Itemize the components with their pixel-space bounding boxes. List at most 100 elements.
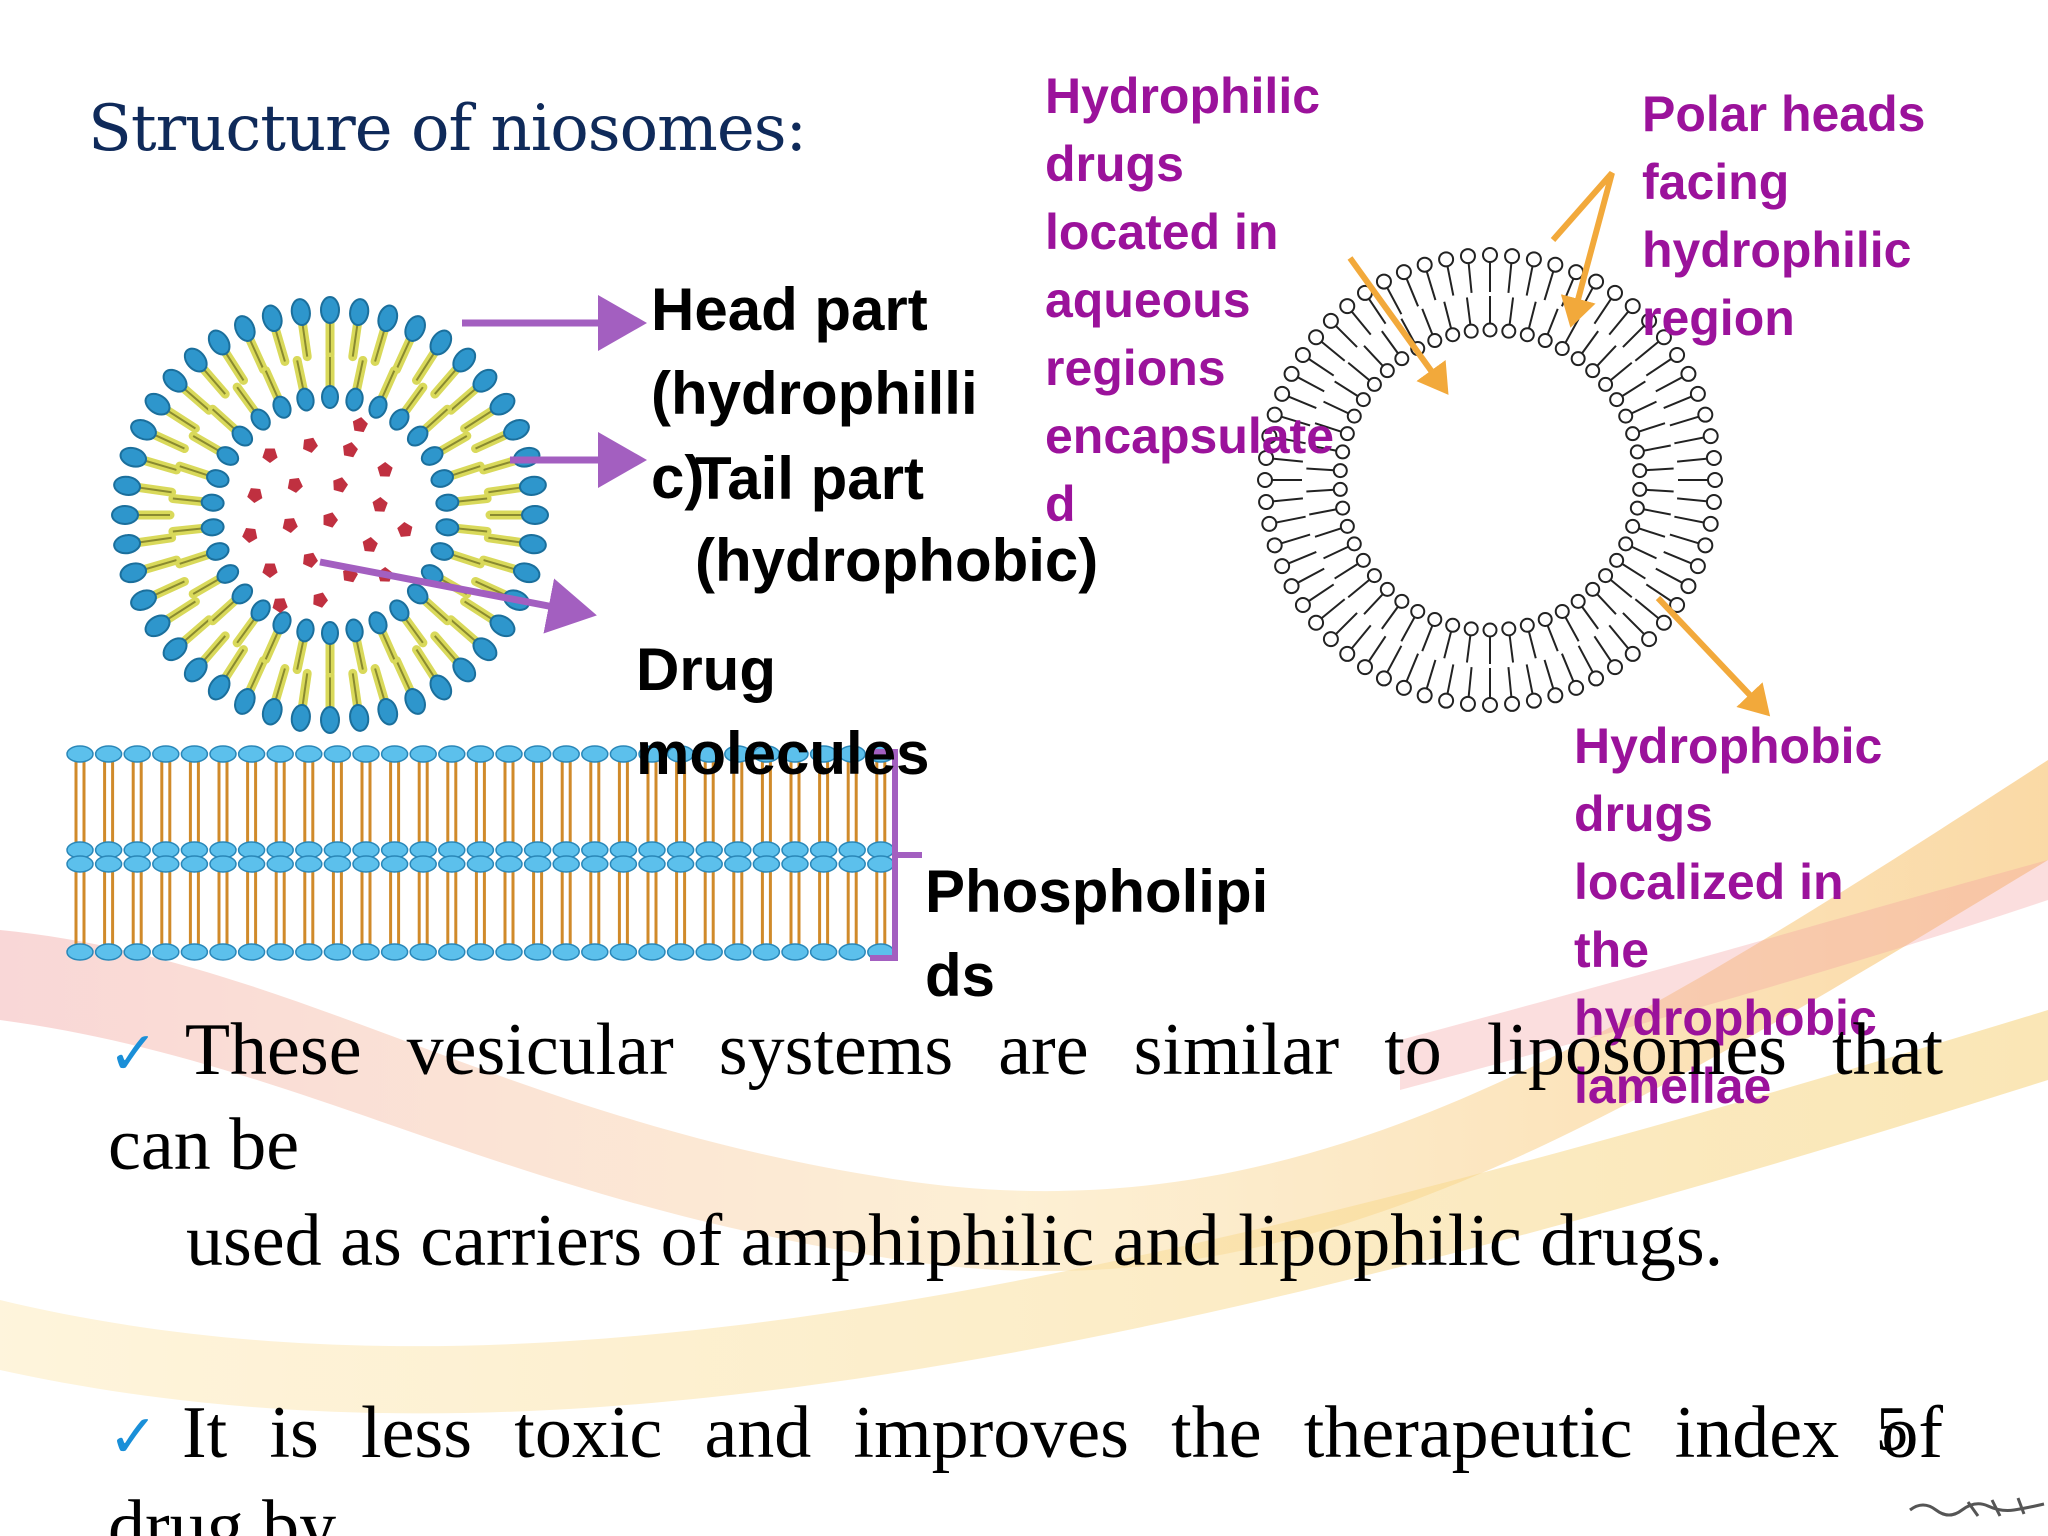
- vesicle-head: [1283, 578, 1300, 595]
- check-mark-icon: ✓: [108, 1402, 183, 1472]
- vesicle-head: [1266, 406, 1283, 423]
- inner-head: [216, 446, 240, 466]
- inner-head: [389, 599, 410, 622]
- vesicle-head: [1504, 695, 1521, 712]
- outer-head: [518, 534, 547, 555]
- bilayer-head: [638, 745, 666, 763]
- vesicle-head: [1394, 351, 1410, 367]
- vesicle-head: [1379, 581, 1395, 597]
- vesicle-head: [1346, 408, 1362, 424]
- inner-head: [296, 387, 315, 412]
- inner-head: [206, 469, 230, 488]
- vesicle-head: [1266, 537, 1283, 554]
- outer-head: [183, 657, 208, 683]
- vesicle-head: [1332, 463, 1348, 479]
- inner-head: [231, 425, 254, 447]
- bilayer-head: [638, 855, 666, 873]
- bilayer-head: [552, 943, 580, 961]
- drug-molecule: [287, 477, 303, 493]
- vesicle-head: [1554, 341, 1570, 357]
- outer-head: [144, 392, 171, 416]
- bilayer-head: [123, 855, 151, 873]
- outer-head: [144, 614, 171, 638]
- bilayer-head: [466, 855, 495, 873]
- label-line: Phospholipi: [925, 858, 1269, 925]
- vesicle-head: [1274, 385, 1291, 402]
- bilayer-head: [66, 745, 94, 763]
- outer-head: [261, 697, 283, 726]
- bilayer-head: [666, 943, 695, 961]
- bilayer-head: [323, 745, 352, 763]
- vesicle-head: [1339, 518, 1355, 534]
- inner-head: [200, 518, 225, 537]
- outer-head: [349, 298, 370, 327]
- outer-head: [452, 657, 477, 683]
- label-line: lamellae: [1574, 1058, 1772, 1114]
- outer-head: [489, 614, 516, 638]
- drug-molecule: [343, 442, 358, 458]
- outer-head: [404, 315, 426, 342]
- vesicle-head: [1655, 614, 1672, 631]
- label-line: Tail part: [695, 445, 924, 512]
- arrow-polar-heads: [1550, 171, 1615, 328]
- label-line: ds: [925, 942, 996, 1009]
- outer-head: [377, 697, 399, 726]
- label-head-part: Head part (hydrophilli c): [651, 268, 978, 520]
- bilayer-head: [266, 745, 294, 763]
- label-line: d: [1045, 476, 1076, 532]
- inner-head: [420, 446, 444, 466]
- vesicle-head: [1625, 426, 1641, 442]
- vesicle-head: [1501, 323, 1517, 339]
- vesicle-head: [1537, 611, 1553, 627]
- bilayer-head: [638, 943, 666, 961]
- label-line: Hydrophobic: [1574, 718, 1883, 774]
- outer-head: [377, 304, 399, 333]
- paragraph-text: It is less toxic and improves the therap…: [182, 1392, 1943, 1474]
- bilayer-head: [809, 855, 838, 873]
- vesicle-head: [1322, 631, 1339, 648]
- drug-molecule: [323, 512, 338, 528]
- phospholipid-bilayer: [66, 745, 895, 961]
- inner-head: [321, 621, 339, 645]
- bilayer-head: [609, 855, 638, 873]
- vesicle-head: [1519, 327, 1535, 343]
- arrow-hydrophilic-drugs: [1347, 256, 1449, 395]
- bilayer-head: [438, 855, 466, 873]
- vesicle-head: [1366, 568, 1382, 584]
- bilayer-head: [66, 943, 94, 961]
- phospholipid-bracket: [870, 749, 922, 961]
- label-line: aqueous: [1045, 272, 1251, 328]
- outer-head: [162, 637, 188, 662]
- bilayer-head: [666, 855, 695, 873]
- bilayer-head: [180, 943, 209, 961]
- bilayer-head: [523, 745, 552, 763]
- drug-molecule: [272, 598, 288, 613]
- vesicle-head: [1258, 494, 1275, 511]
- vesicle-head: [1607, 284, 1624, 301]
- bilayer-head: [352, 943, 380, 961]
- label-hydrophobic-drugs: Hydrophobic drugs localized in the hydro…: [1574, 712, 1882, 1120]
- bilayer-head: [752, 745, 781, 763]
- vesicle-head: [1395, 679, 1412, 696]
- paragraph-2-line-2: drug by: [108, 1486, 337, 1536]
- outer-head: [111, 505, 139, 525]
- inner-head: [345, 618, 364, 643]
- drug-molecule: [333, 477, 348, 493]
- label-line: hydrophilic: [1642, 222, 1912, 278]
- label-line: (hydrophobic): [695, 527, 1099, 594]
- drug-molecule: [282, 518, 298, 533]
- vesicle-head: [1261, 428, 1278, 445]
- vesicle-head: [1680, 578, 1697, 595]
- vesicle-head: [1702, 515, 1719, 532]
- check-mark-icon: ✓: [108, 1019, 185, 1089]
- outer-head: [290, 298, 311, 327]
- outer-head: [320, 706, 340, 734]
- vesicle-head: [1705, 449, 1722, 466]
- inner-head: [272, 611, 292, 635]
- drug-molecule: [372, 497, 388, 512]
- vesicle-head: [1482, 697, 1498, 713]
- vesicle-head: [1355, 552, 1371, 568]
- bilayer-head: [495, 745, 523, 763]
- drug-molecule: [303, 437, 318, 453]
